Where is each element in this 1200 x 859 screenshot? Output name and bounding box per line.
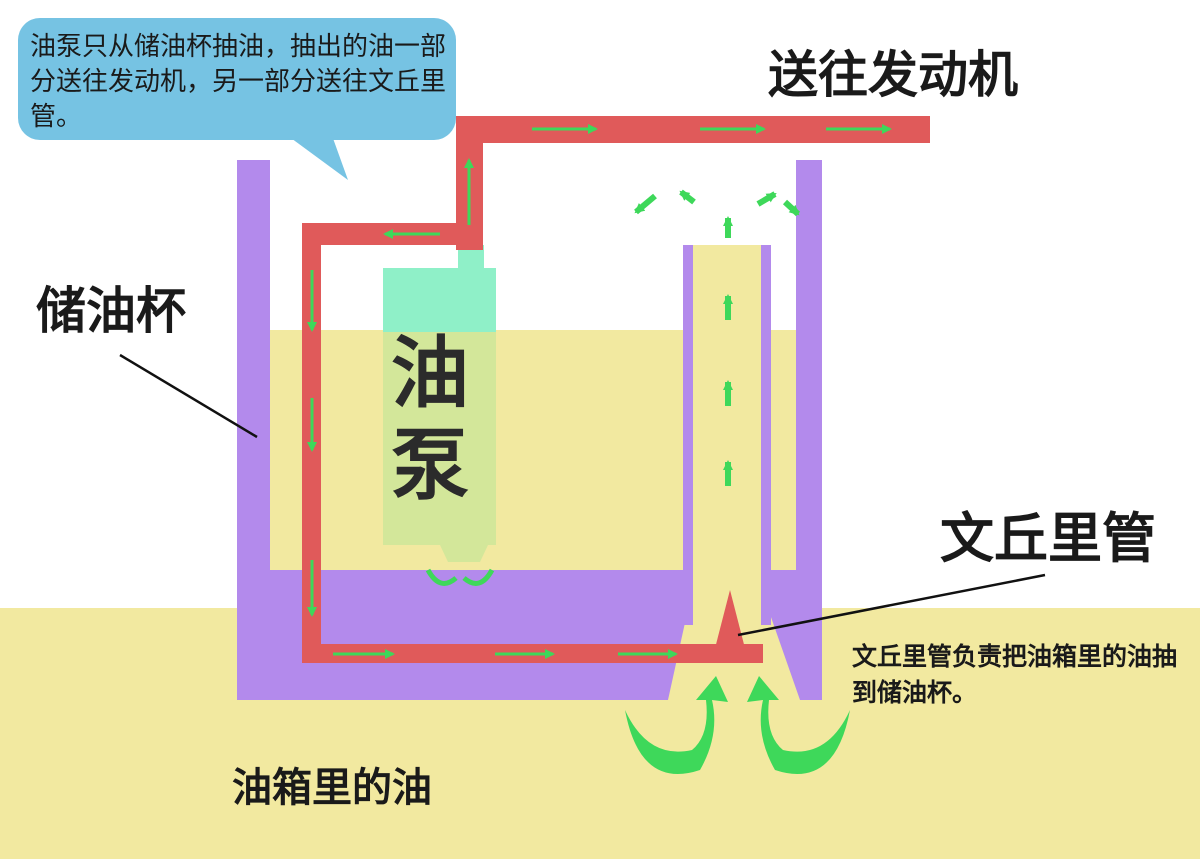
callout-bubble (18, 18, 456, 180)
venturi-flow-arrows (634, 189, 801, 486)
label-tank-oil: 油箱里的油 (232, 765, 432, 811)
pump-suction-arrows (425, 568, 495, 586)
flow-arrows (307, 124, 892, 659)
venturi-nozzle (712, 590, 748, 660)
venturi-note: 文丘里管负责把油箱里的油抽到储油杯。 (852, 642, 1178, 707)
fuel-pump (383, 245, 496, 562)
label-to-engine: 送往发动机 (768, 46, 1018, 104)
tank-suction-arrows (625, 676, 850, 774)
cup-leader-line (119, 353, 258, 439)
venturi-leader-line (737, 573, 1046, 637)
callout-text: 油泵只从储油杯抽油，抽出的油一部分送往发动机，另一部分送往文丘里管。 (30, 32, 447, 132)
label-reservoir-cup: 储油杯 (36, 282, 186, 340)
label-fuel-pump: 油泵 (390, 329, 469, 511)
label-venturi: 文丘里管 (940, 507, 1156, 570)
